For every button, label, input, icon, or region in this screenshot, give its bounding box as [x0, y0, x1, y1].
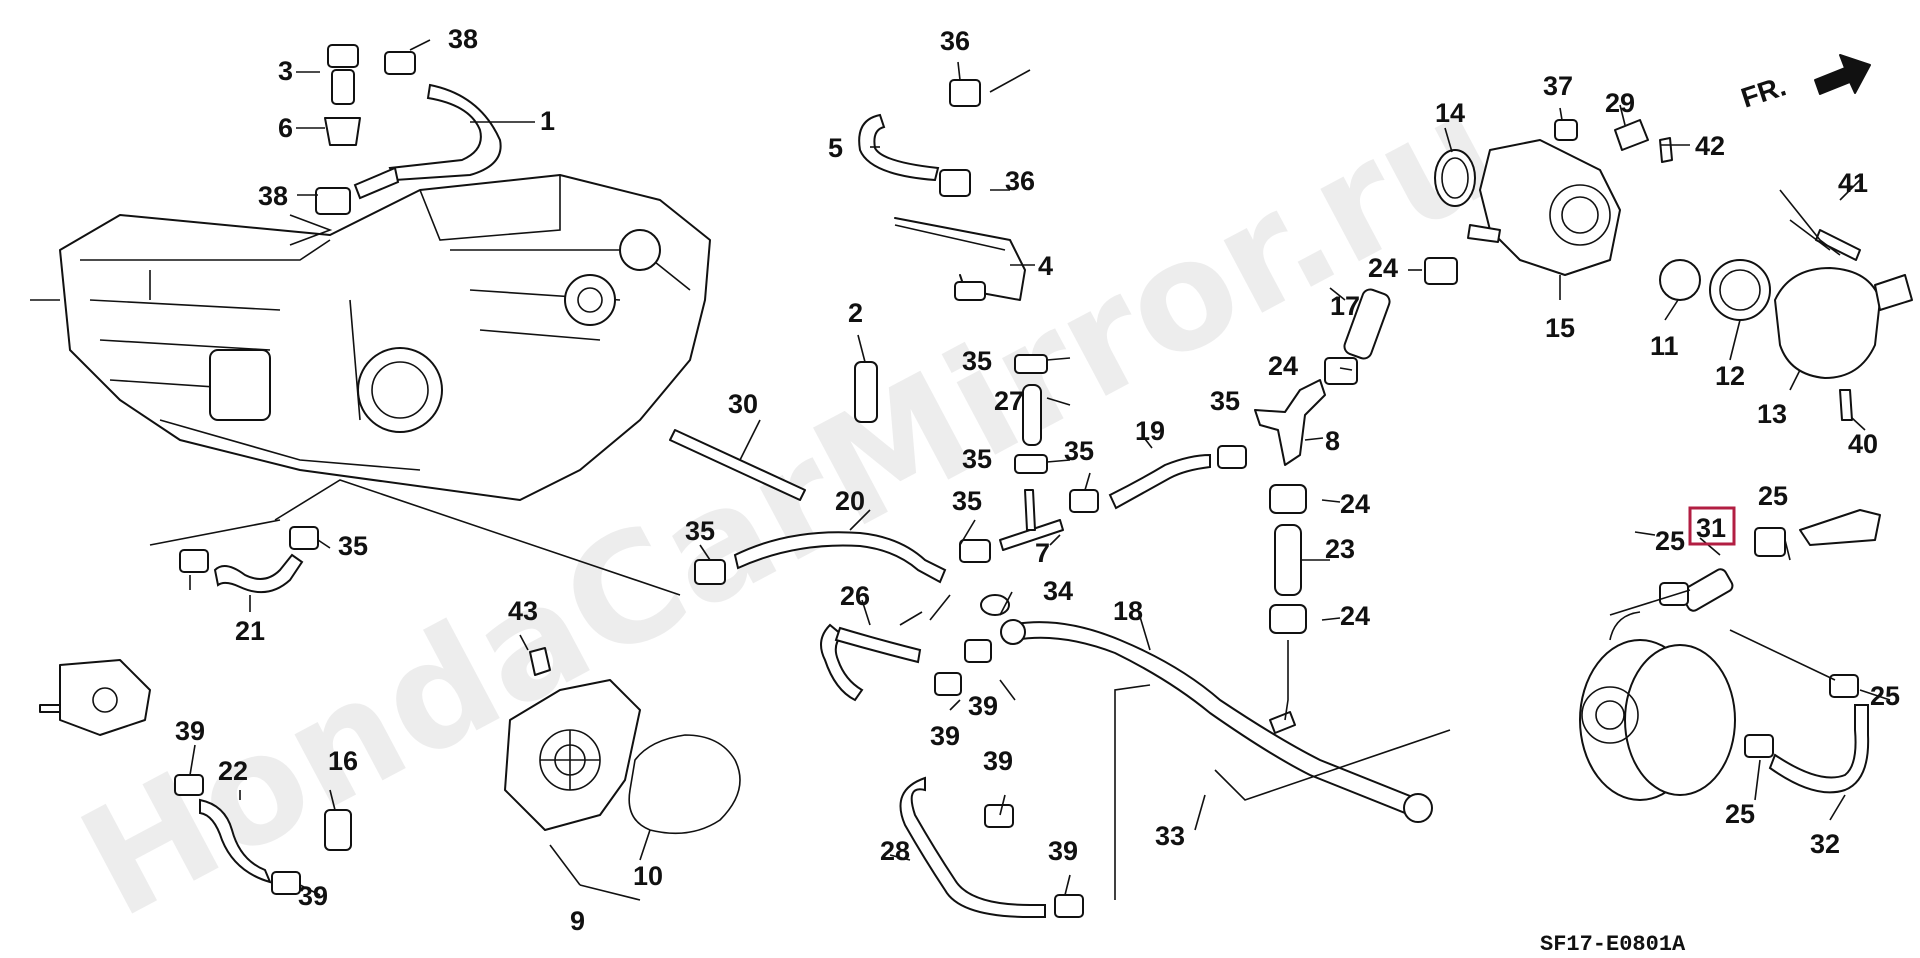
callout-41: 41 — [1838, 168, 1868, 198]
hose-28-group — [899, 776, 1084, 918]
callout-1: 1 — [540, 106, 555, 136]
callout-36a: 36 — [940, 26, 970, 56]
callout-7: 7 — [1035, 538, 1050, 568]
callout-42: 42 — [1695, 131, 1725, 161]
callout-25d: 25 — [1725, 799, 1755, 829]
callout-40: 40 — [1848, 429, 1878, 459]
callout-23: 23 — [1325, 534, 1355, 564]
front-label: FR. — [1737, 70, 1789, 113]
callout-33: 33 — [1155, 821, 1185, 851]
callout-24d: 24 — [1340, 601, 1370, 631]
callout-38b: 38 — [258, 181, 288, 211]
oil-cooler-group — [1579, 509, 1881, 801]
callout-43: 43 — [508, 596, 538, 626]
callout-29: 29 — [1605, 88, 1635, 118]
callout-25a: 25 — [1758, 481, 1788, 511]
callout-14: 14 — [1435, 98, 1465, 128]
bypass-pipe-group — [858, 79, 1026, 301]
callout-13: 13 — [1757, 399, 1787, 429]
callout-35b: 35 — [962, 444, 992, 474]
callout-31: 31 — [1696, 513, 1726, 543]
callout-39e: 39 — [983, 746, 1013, 776]
hose-20-group — [694, 531, 947, 585]
callout-21: 21 — [235, 616, 265, 646]
callout-16: 16 — [328, 746, 358, 776]
callout-39c: 39 — [968, 691, 998, 721]
callout-17: 17 — [1330, 291, 1360, 321]
callout-31-highlight — [1688, 506, 1736, 546]
callout-35e: 35 — [952, 486, 982, 516]
callout-24c: 24 — [1340, 489, 1370, 519]
callout-32: 32 — [1810, 829, 1840, 859]
callout-10: 10 — [633, 861, 663, 891]
callout-39b: 39 — [298, 881, 328, 911]
clamp-2 — [854, 361, 878, 423]
breather-hose-group — [315, 44, 502, 215]
callout-36b: 36 — [1005, 166, 1035, 196]
callout-20: 20 — [835, 486, 865, 516]
callout-35d: 35 — [1210, 386, 1240, 416]
callout-27: 27 — [994, 386, 1024, 416]
callout-25b: 25 — [1655, 526, 1685, 556]
callout-35c: 35 — [1064, 436, 1094, 466]
callout-35a: 35 — [962, 346, 992, 376]
callout-30: 30 — [728, 389, 758, 419]
callout-6: 6 — [278, 113, 293, 143]
thermostat-housing-group — [1434, 119, 1913, 421]
callout-22: 22 — [218, 756, 248, 786]
hose-26-group — [820, 594, 1010, 702]
callout-8: 8 — [1325, 426, 1340, 456]
connector-8-group — [1254, 257, 1458, 634]
callout-2: 2 — [848, 298, 863, 328]
callout-15: 15 — [1545, 313, 1575, 343]
callout-12: 12 — [1715, 361, 1745, 391]
diagram-code: SF17-E0801A — [1540, 932, 1686, 957]
water-pipe-18 — [1000, 619, 1433, 823]
water-pump-group — [504, 647, 741, 835]
hose-19-group — [959, 445, 1247, 563]
callout-9: 9 — [570, 906, 585, 936]
hose-27-group — [1014, 354, 1048, 474]
callout-35g: 35 — [338, 531, 368, 561]
callout-3: 3 — [278, 56, 293, 86]
callout-34: 34 — [1043, 576, 1073, 606]
callout-numbers: 1 2 3 4 5 6 7 8 9 10 11 12 13 14 15 16 1… — [175, 24, 1900, 936]
callout-26: 26 — [840, 581, 870, 611]
callout-24b: 24 — [1268, 351, 1298, 381]
callout-11: 11 — [1650, 331, 1679, 361]
callout-19: 19 — [1135, 416, 1165, 446]
callout-4: 4 — [1038, 251, 1053, 281]
callout-39f: 39 — [1048, 836, 1078, 866]
callout-35f: 35 — [685, 516, 715, 546]
leader-lines — [149, 39, 1891, 901]
callout-5: 5 — [828, 133, 843, 163]
callout-39d: 39 — [930, 721, 960, 751]
hose-21-group — [179, 526, 319, 594]
callout-28: 28 — [880, 836, 910, 866]
callout-37: 37 — [1543, 71, 1573, 101]
callout-25c: 25 — [1870, 681, 1900, 711]
hose-22-group — [39, 659, 352, 895]
front-direction-indicator: FR. — [1737, 54, 1871, 114]
callout-39a: 39 — [175, 716, 205, 746]
engine-block-illustration — [30, 174, 711, 501]
callout-18: 18 — [1113, 596, 1143, 626]
callout-24a: 24 — [1368, 253, 1398, 283]
stud-bolt-30 — [669, 429, 806, 501]
callout-38a: 38 — [448, 24, 478, 54]
